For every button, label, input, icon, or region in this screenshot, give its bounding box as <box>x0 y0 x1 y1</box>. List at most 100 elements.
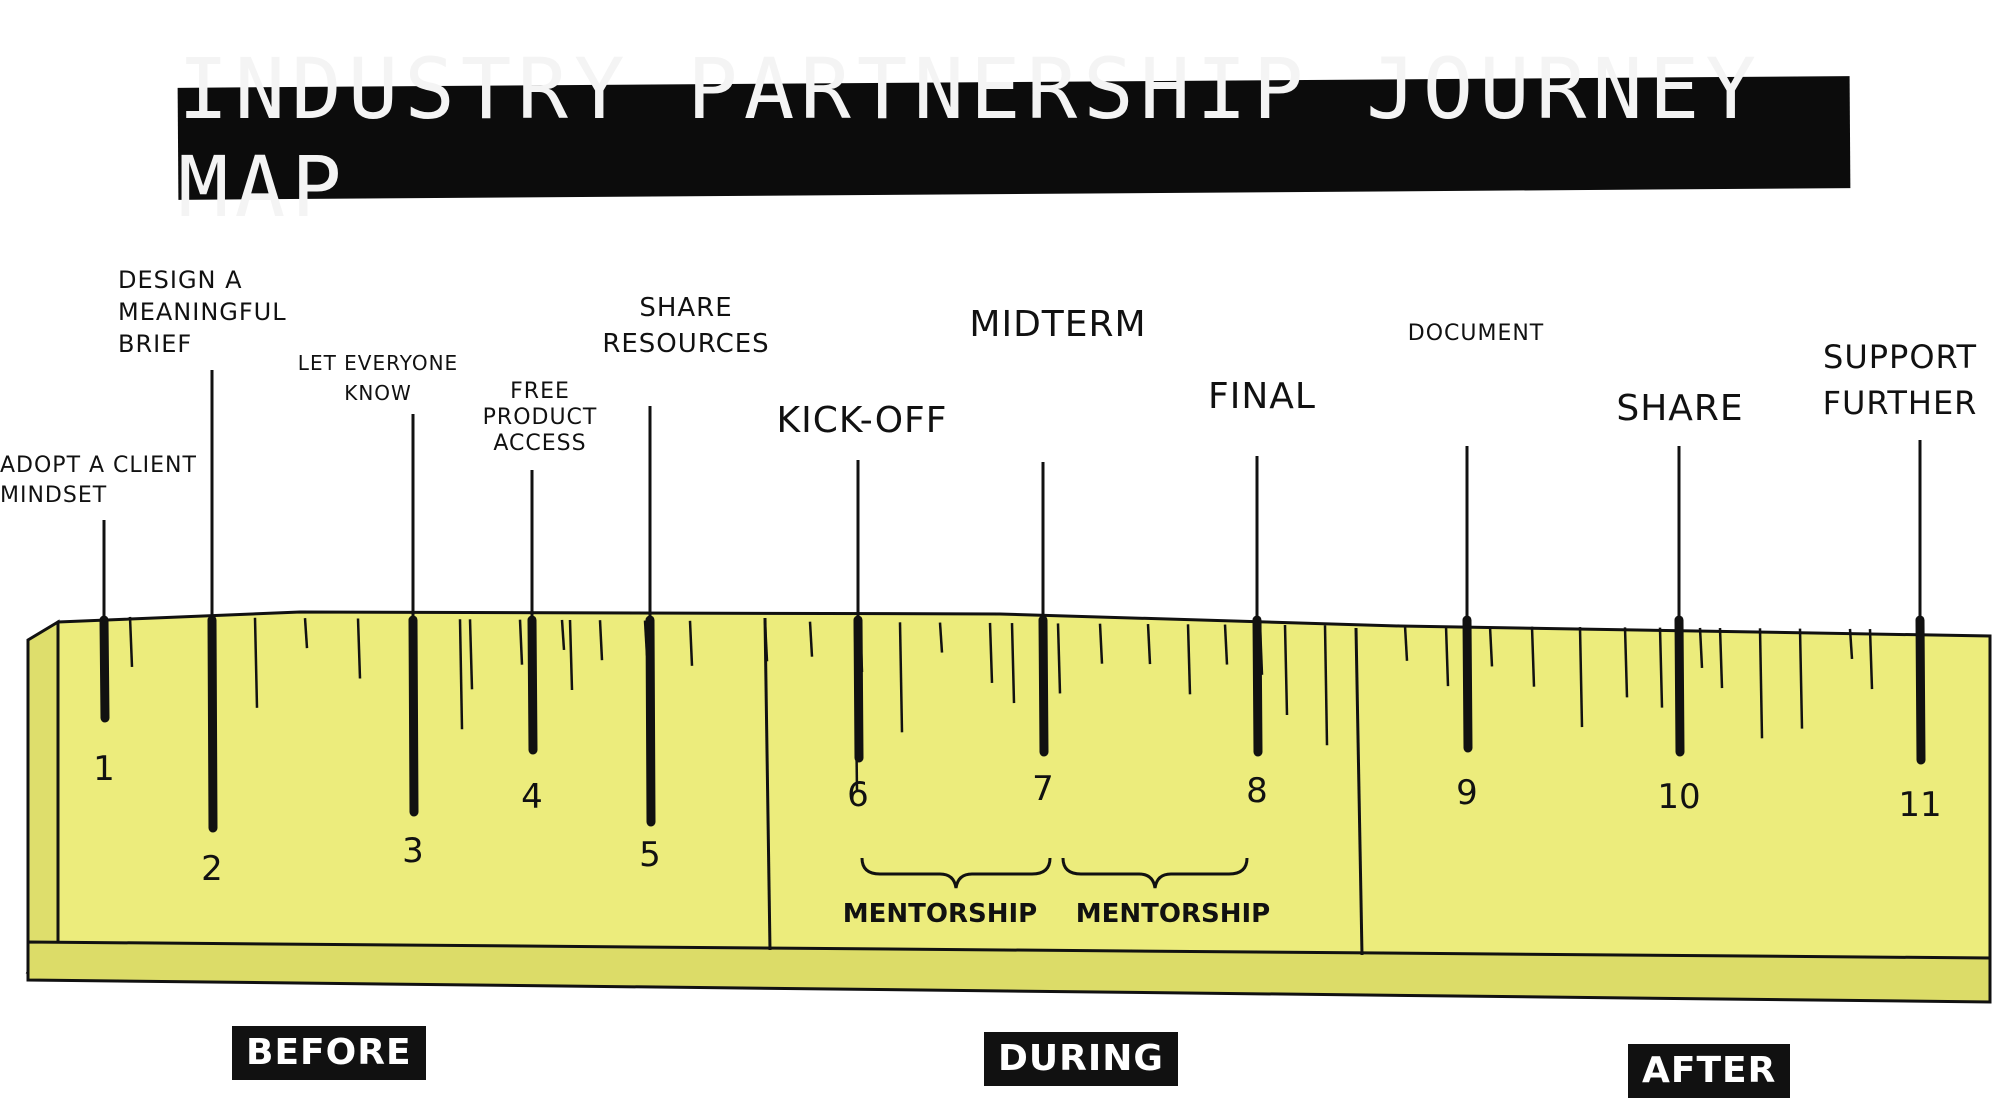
minor-tick <box>1403 625 1409 661</box>
mentorship-brace-2 <box>1061 857 1249 889</box>
milestone-label: DOCUMENT <box>1408 321 1545 346</box>
milestone-tick <box>408 615 419 817</box>
minor-tick <box>763 621 769 662</box>
milestone-label: SUPPORT <box>1823 338 1977 376</box>
milestone-label: DESIGN A <box>118 266 243 294</box>
milestone-7: 7 MIDTERM <box>969 304 1146 809</box>
ruler-left-side <box>26 619 60 976</box>
milestone-label: MIDTERM <box>969 304 1146 345</box>
minor-tick <box>1530 626 1536 687</box>
milestone-label: KNOW <box>344 381 412 405</box>
milestone-number: 9 <box>1456 773 1478 813</box>
minor-tick <box>938 622 944 653</box>
minor-tick <box>518 619 524 665</box>
milestone-tick <box>99 615 110 723</box>
minor-tick <box>688 620 694 666</box>
minor-tick <box>988 622 994 683</box>
minor-tick <box>1444 626 1450 687</box>
minor-tick <box>808 621 814 657</box>
milestone-tick <box>1252 615 1263 757</box>
milestone-number: 8 <box>1246 771 1268 811</box>
minor-tick <box>568 619 574 691</box>
milestones: 1 ADOPT A CLIENT MINDSET 2 DESIGN A MEANINGFU… <box>0 266 1978 889</box>
milestone-tick <box>1915 615 1926 765</box>
minor-ticks <box>128 616 1924 792</box>
mentorship-label-1: MENTORSHIP <box>843 899 1037 929</box>
milestone-label: FINAL <box>1208 376 1316 417</box>
minor-tick <box>1056 623 1062 694</box>
minor-tick <box>253 617 259 708</box>
minor-tick <box>560 619 566 651</box>
milestone-label: MEANINGFUL <box>118 298 287 326</box>
milestone-label: SHARE <box>1616 388 1743 429</box>
minor-tick <box>898 622 904 733</box>
ruler-bottom-edge <box>26 940 1992 1004</box>
milestone-label: ACCESS <box>493 431 586 456</box>
milestone-number: 10 <box>1657 777 1700 817</box>
minor-tick <box>1146 623 1152 665</box>
phase-after: AFTER <box>1628 1044 1791 1098</box>
mentorship-braces: MENTORSHIP MENTORSHIP <box>843 857 1270 929</box>
milestone-number: 1 <box>93 749 115 789</box>
milestone-3: 3 LET EVERYONE KNOW <box>298 351 458 871</box>
milestone-6: 6 KICK-OFF <box>777 400 948 815</box>
milestone-label: SHARE <box>639 293 732 323</box>
minor-tick <box>1010 623 1016 704</box>
minor-tick <box>1798 628 1804 729</box>
minor-tick <box>1623 627 1629 698</box>
mentorship-brace-1 <box>860 857 1052 889</box>
milestone-9: 9 DOCUMENT <box>1408 321 1545 813</box>
minor-tick <box>1323 625 1329 746</box>
section-divider-2 <box>1354 627 1364 956</box>
minor-tick <box>1658 627 1664 708</box>
minor-tick <box>1283 624 1289 716</box>
milestone-number: 7 <box>1032 769 1054 809</box>
milestone-label: PRODUCT <box>483 405 598 430</box>
mentorship-label-2: MENTORSHIP <box>1076 899 1270 929</box>
milestone-label: MINDSET <box>0 483 107 508</box>
phase-during: DURING <box>984 1032 1178 1086</box>
section-divider-1 <box>763 617 772 951</box>
minor-tick <box>1698 627 1704 668</box>
phase-before: BEFORE <box>232 1026 426 1080</box>
milestone-tick <box>1462 615 1473 753</box>
minor-tick <box>303 618 309 649</box>
milestone-tick <box>1674 615 1685 757</box>
milestone-label: KICK-OFF <box>777 400 948 441</box>
milestone-number: 2 <box>201 849 223 889</box>
milestone-label: LET EVERYONE <box>298 351 458 375</box>
milestone-tick <box>853 615 864 763</box>
milestone-tick <box>527 615 538 755</box>
milestone-8: 8 FINAL <box>1208 376 1316 811</box>
minor-tick <box>128 616 134 667</box>
minor-tick <box>1718 627 1724 689</box>
minor-tick <box>1848 628 1854 660</box>
milestone-number: 11 <box>1898 785 1941 825</box>
milestone-label: FREE <box>510 379 570 404</box>
milestone-5: 5 SHARE RESOURCES <box>602 293 769 875</box>
minor-tick <box>1186 624 1192 695</box>
minor-tick <box>468 619 474 690</box>
milestone-number: 6 <box>847 775 869 815</box>
milestone-label: FURTHER <box>1823 384 1978 422</box>
milestone-number: 5 <box>639 835 661 875</box>
minor-tick <box>1223 624 1229 665</box>
milestone-number: 4 <box>521 777 543 817</box>
milestone-label: ADOPT A CLIENT <box>0 453 197 478</box>
milestone-number: 3 <box>402 831 424 871</box>
minor-tick <box>356 618 362 679</box>
minor-tick <box>598 620 604 661</box>
milestone-10: 10 SHARE <box>1616 388 1743 817</box>
minor-tick <box>1868 629 1874 690</box>
milestone-label: RESOURCES <box>602 329 769 359</box>
minor-tick <box>1098 623 1104 664</box>
milestone-1: 1 ADOPT A CLIENT MINDSET <box>0 453 197 789</box>
minor-tick <box>458 619 464 730</box>
minor-tick <box>1488 626 1494 667</box>
milestone-tick <box>645 615 656 827</box>
minor-tick <box>1758 628 1764 739</box>
milestone-tick <box>207 615 218 833</box>
